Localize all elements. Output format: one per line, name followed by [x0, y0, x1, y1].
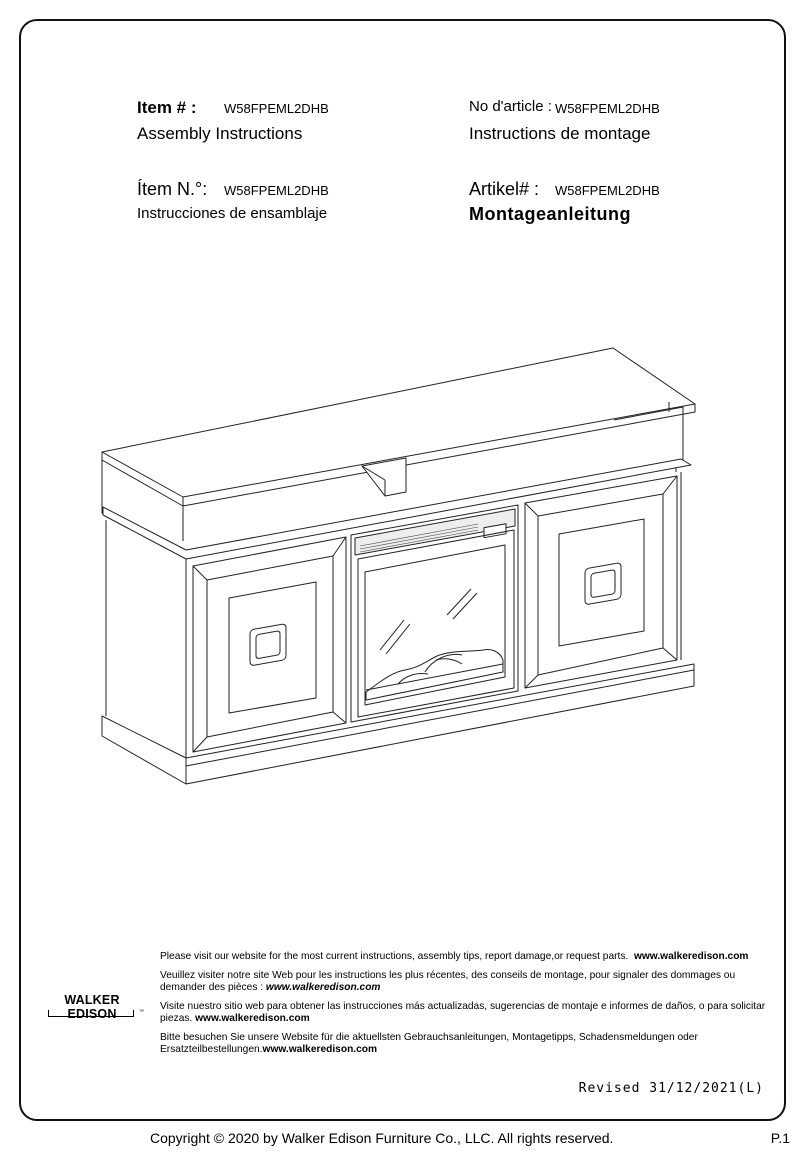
- page-number: P.1: [770, 1130, 790, 1146]
- note-en-text: Please visit our website for the most cu…: [160, 951, 629, 962]
- website-link-en[interactable]: www.walkeredison.com: [633, 951, 749, 962]
- item-code-es: W58FPEML2DHB: [224, 183, 329, 198]
- title-de: Montageanleitung: [469, 204, 631, 224]
- website-link-de[interactable]: www.walkeredison.com: [262, 1044, 378, 1055]
- copyright-notice: Copyright © 2020 by Walker Edison Furnit…: [150, 1130, 614, 1146]
- tv-stand-fireplace-illustration: [101, 347, 696, 785]
- website-notes: Please visit our website for the most cu…: [160, 951, 766, 1063]
- item-label-es: Ítem N.°:: [137, 179, 208, 199]
- note-fr-text: Veuillez visiter notre site Web pour les…: [160, 970, 736, 993]
- note-de: Bitte besuchen Sie unsere Website für di…: [160, 1032, 766, 1056]
- item-label-fr: No d'article :: [469, 98, 552, 115]
- note-es-text: Visite nuestro sitio web para obtener la…: [160, 1001, 766, 1024]
- logo-underline: [48, 1010, 134, 1017]
- title-fr: Instructions de montage: [469, 124, 651, 143]
- logo-trademark: ™: [139, 1009, 144, 1015]
- item-label-de: Artikel# :: [469, 179, 540, 199]
- revision-date: Revised 31/12/2021(L): [578, 1081, 764, 1096]
- page-border: [19, 19, 786, 1121]
- note-de-text: Bitte besuchen Sie unsere Website für di…: [160, 1032, 698, 1055]
- item-code-de: W58FPEML2DHB: [555, 183, 660, 198]
- title-en: Assembly Instructions: [137, 124, 303, 143]
- note-es: Visite nuestro sitio web para obtener la…: [160, 1001, 766, 1025]
- logo-text: WALKER EDISON: [64, 993, 120, 1021]
- title-es: Instrucciones de ensamblaje: [137, 205, 328, 222]
- walker-edison-logo: WALKER EDISON ™: [38, 985, 146, 1021]
- note-en: Please visit our website for the most cu…: [160, 951, 766, 963]
- website-link-fr[interactable]: www.walkeredison.com: [265, 982, 381, 993]
- note-fr: Veuillez visiter notre site Web pour les…: [160, 970, 766, 994]
- item-code-fr: W58FPEML2DHB: [555, 101, 660, 116]
- item-label-en: Item # :: [137, 98, 197, 117]
- item-code-en: W58FPEML2DHB: [224, 101, 329, 116]
- website-link-es[interactable]: www.walkeredison.com: [195, 1013, 310, 1024]
